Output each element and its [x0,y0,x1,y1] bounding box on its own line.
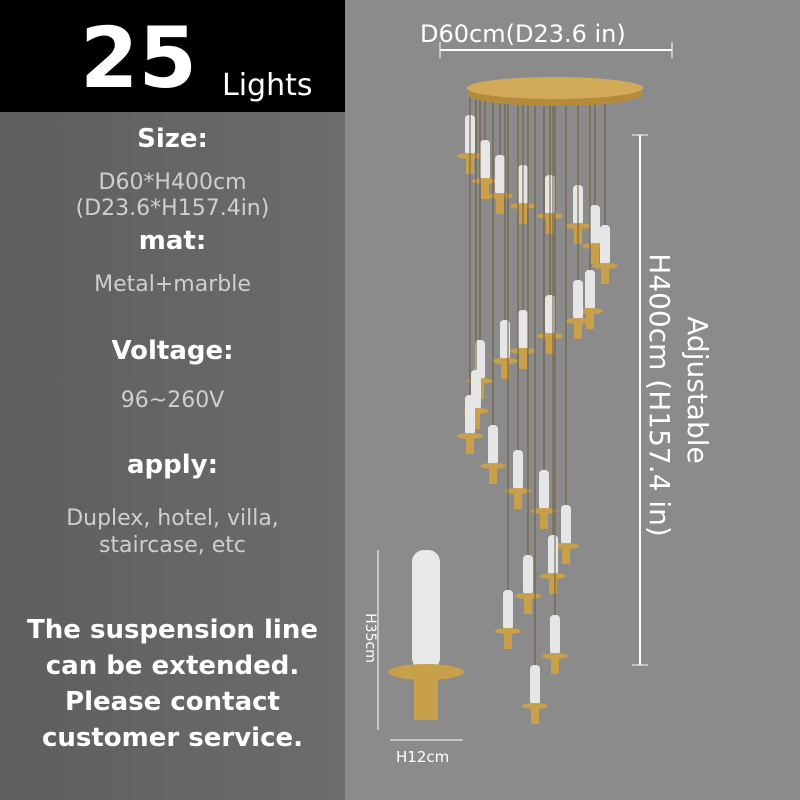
apply-value-2: staircase, etc [98,533,247,558]
apply-value: Duplex, hotel, villa, [66,506,279,531]
height-label-1: Adjustable [681,316,714,464]
pendant-lamp [492,95,518,379]
pendant-lamp [480,95,506,484]
mat-value: Metal+marble [94,272,251,297]
diameter-label: D60cm(D23.6 in) [420,20,626,48]
light-count-banner: 25 Lights [0,0,345,112]
pendant-lamp [592,95,618,284]
light-count: 25 [80,9,197,107]
pendant-lamp [553,95,579,564]
light-unit: Lights [222,68,313,103]
pendant-lamp [495,95,521,649]
note-line: can be extended. [45,651,300,681]
height-label-2: H400cm (H157.4 in) [643,253,676,537]
note-line: customer service. [41,723,303,753]
voltage-value: 96~260V [120,388,225,413]
pendant-lamp [537,95,563,354]
size-value: D60*H400cm [98,170,247,195]
pendant-lamp [510,95,536,369]
size-value-in: (D23.6*H157.4in) [75,196,270,221]
voltage-label: Voltage: [111,336,234,366]
mat-label: mat: [138,226,207,256]
pendant-lamp [457,95,483,454]
pendant-lamp [487,95,513,214]
pendant-lamp [531,95,557,529]
lamp-width-label: H12cm [396,748,450,766]
apply-label: apply: [126,450,219,480]
pendant-lamp [542,95,568,674]
pendant-lamp [505,95,531,509]
note-line: The suspension line [27,615,318,645]
pendant-lamp [472,95,498,199]
pendant-lamp [577,95,603,329]
pendant-lamp [565,95,591,339]
lamp-height-label: H35cm [362,613,378,663]
pendant-lamp [522,95,548,724]
spec-panel: 25 Lights Size: D60*H400cm (D23.6*H157.4… [0,0,345,800]
note-line: Please contact [65,687,280,717]
size-label: Size: [137,124,208,154]
